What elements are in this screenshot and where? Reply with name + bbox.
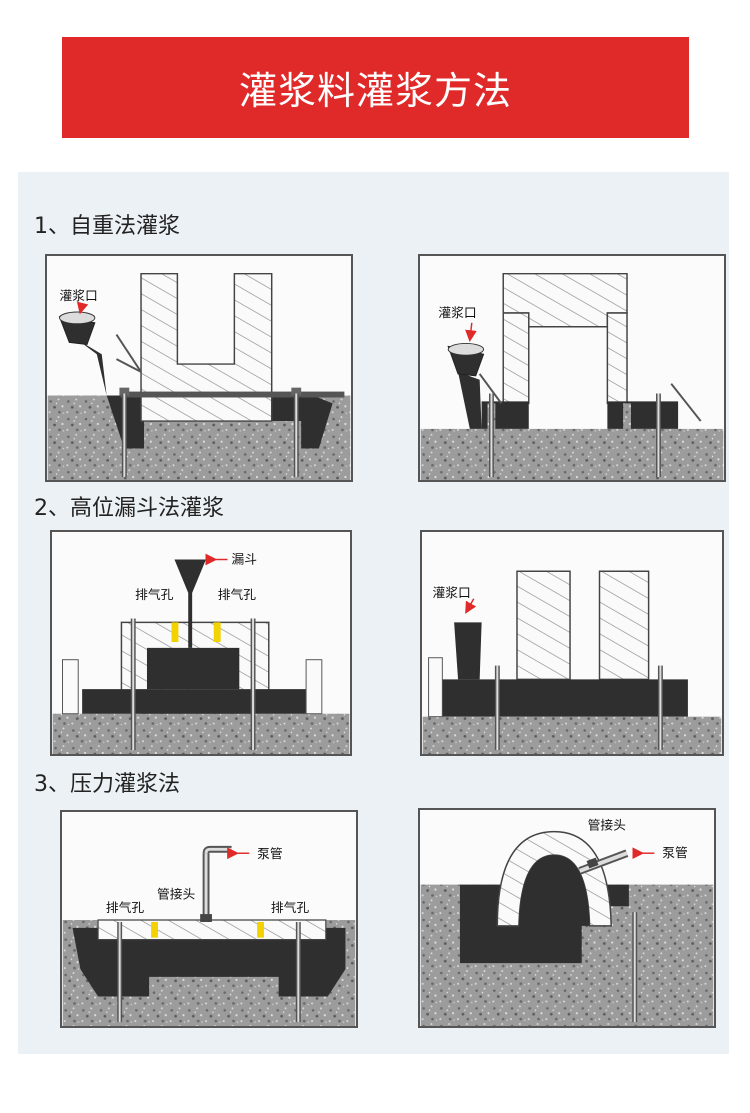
diagram-funnel-left: 漏斗 排气孔 排气孔 — [50, 530, 352, 756]
section-heading-funnel: 2、高位漏斗法灌浆 — [34, 496, 224, 521]
section-heading-gravity: 1、自重法灌浆 — [34, 214, 180, 239]
pump-pipe-label: 泵管 — [662, 846, 688, 861]
diagram-pressure-left: 泵管 管接头 排气孔 排气孔 — [60, 810, 358, 1028]
pour-opening-label: 灌浆口 — [59, 289, 97, 304]
section-heading-pressure: 3、压力灌浆法 — [34, 772, 180, 797]
title-banner: 灌浆料灌浆方法 — [62, 37, 689, 138]
funnel-label: 漏斗 — [231, 551, 257, 567]
pipe-joint-label: 管接头 — [588, 818, 626, 834]
pipe-joint-label: 管接头 — [157, 886, 195, 902]
vent-hole-label-left: 排气孔 — [135, 587, 173, 603]
diagram-gravity-right: 灌浆口 — [418, 254, 726, 482]
page-title: 灌浆料灌浆方法 — [238, 69, 512, 113]
pump-pipe-label: 泵管 — [257, 847, 283, 862]
vent-hole-label-right: 排气孔 — [271, 900, 309, 916]
pour-opening-label: 灌浆口 — [433, 586, 471, 601]
diagram-funnel-right: 灌浆口 — [420, 530, 724, 756]
diagram-gravity-left: 灌浆口 — [45, 254, 353, 482]
vent-hole-label-right: 排气孔 — [218, 587, 256, 603]
vent-hole-label-left: 排气孔 — [106, 900, 144, 916]
diagram-pressure-right: 泵管 管接头 — [418, 808, 716, 1028]
pour-opening-label: 灌浆口 — [438, 306, 476, 321]
